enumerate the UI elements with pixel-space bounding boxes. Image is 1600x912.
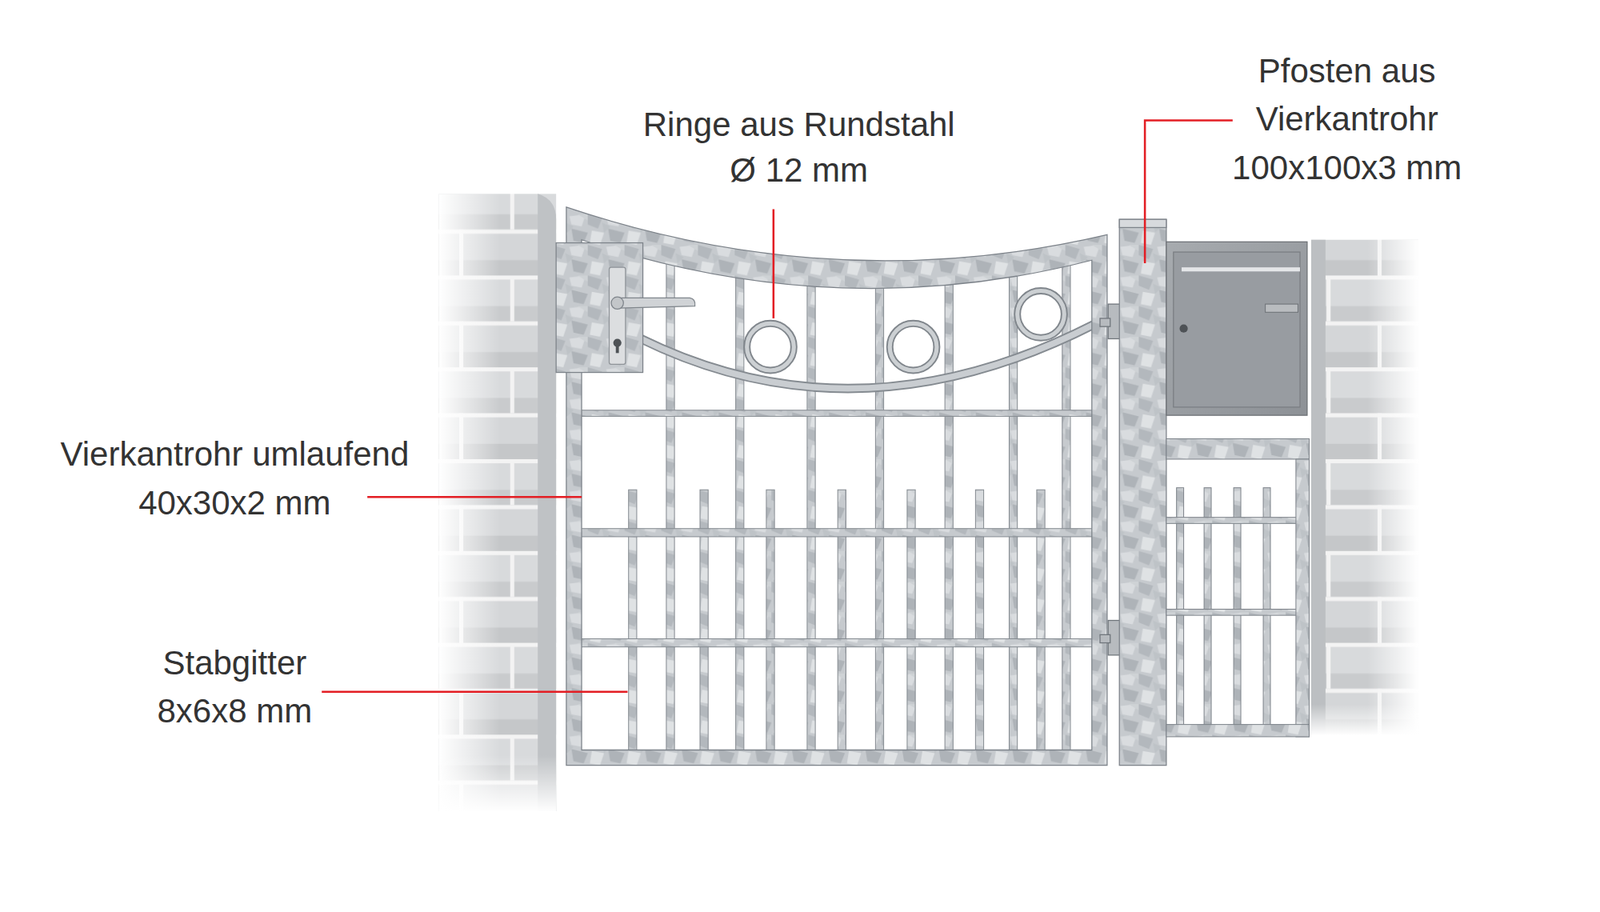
leader-line [772,208,776,318]
callout-label: Stabgitter [162,644,307,683]
mailbox [1166,241,1308,416]
callout-label: 8x6x8 mm [157,692,313,731]
leader-line [321,691,628,694]
callout-label: Pfosten aus [1258,52,1436,91]
callout-label: 100x100x3 mm [1232,148,1462,188]
square-post [1119,219,1167,765]
callout-label: Vierkantrohr [1256,100,1439,139]
gate-frame [566,207,1108,766]
leader-line [1144,120,1233,264]
callout-label: 40x30x2 mm [138,484,331,523]
brick-pillar [438,193,556,812]
bar-grid [579,260,1094,752]
callout-label: Vierkantrohr umlaufend [60,434,409,473]
brick-pillar [1311,240,1419,736]
callout-label: Ø 12 mm [729,151,868,190]
steel-ring [747,291,1065,371]
side-panel [1166,438,1310,736]
lock-handle [556,243,696,373]
callout-label: Ringe aus Rundstahl [643,104,956,144]
leader-line [367,496,582,499]
